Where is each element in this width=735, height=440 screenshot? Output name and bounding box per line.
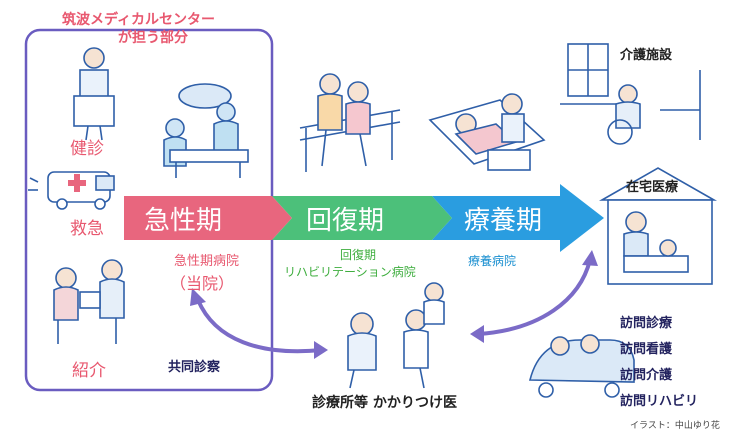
arrow-clinic-home (470, 250, 598, 343)
surgery-illustration (163, 83, 249, 178)
home-service-visit-rehab: 訪問リハビリ (620, 394, 699, 409)
phase-arrow-acute (124, 196, 292, 240)
left-item-emergency: 救急 (70, 219, 104, 239)
phase-arrow (124, 184, 604, 252)
home-service-visit-care: 訪問介護 (620, 368, 673, 383)
acute-hospital-note: （当院） (170, 274, 235, 293)
phase-label-acute: 急性期 (144, 206, 223, 236)
phase-label-recovery: 回復期 (306, 206, 385, 236)
phase-label-longterm: 療養期 (464, 206, 543, 236)
ambulance-illustration (28, 171, 115, 210)
referral-illustration (53, 259, 125, 344)
rehab-illustration (299, 73, 401, 172)
home-service-visit-nursing: 訪問看護 (620, 342, 673, 357)
arrow-acute-clinic (190, 288, 328, 359)
left-item-checkup: 健診 (70, 139, 104, 159)
recovery-caption-line2: リハビリテーション病院 (284, 265, 416, 279)
ward-illustration (428, 93, 546, 171)
care-facility-label: 介護施設 (620, 48, 673, 63)
clinic-illustration (347, 282, 445, 389)
facility-illustration (560, 43, 701, 145)
longterm-caption: 療養病院 (468, 254, 517, 268)
home-care-label: 在宅医療 (626, 180, 679, 195)
visit-car-illustration (528, 334, 635, 398)
home-illustration (598, 167, 718, 285)
acute-hospital-caption: 急性期病院 (174, 254, 240, 269)
illustration-credit: イラスト：中山ゆり花 (630, 421, 720, 431)
phase-arrow-recovery (272, 196, 452, 240)
frame-title-line1: 筑波メディカルセンター (62, 12, 216, 28)
phase-arrow-longterm (432, 184, 604, 252)
clinic-label: 診療所等 かかりつけ医 (312, 395, 458, 411)
checkup-illustration (73, 47, 115, 141)
home-service-visit-medical: 訪問診療 (620, 316, 673, 331)
left-item-referral: 紹介 (72, 361, 106, 381)
frame-title-line2: が担う部分 (118, 30, 188, 46)
recovery-caption-line1: 回復期 (340, 248, 377, 262)
joint-care-label: 共同診察 (168, 360, 221, 375)
